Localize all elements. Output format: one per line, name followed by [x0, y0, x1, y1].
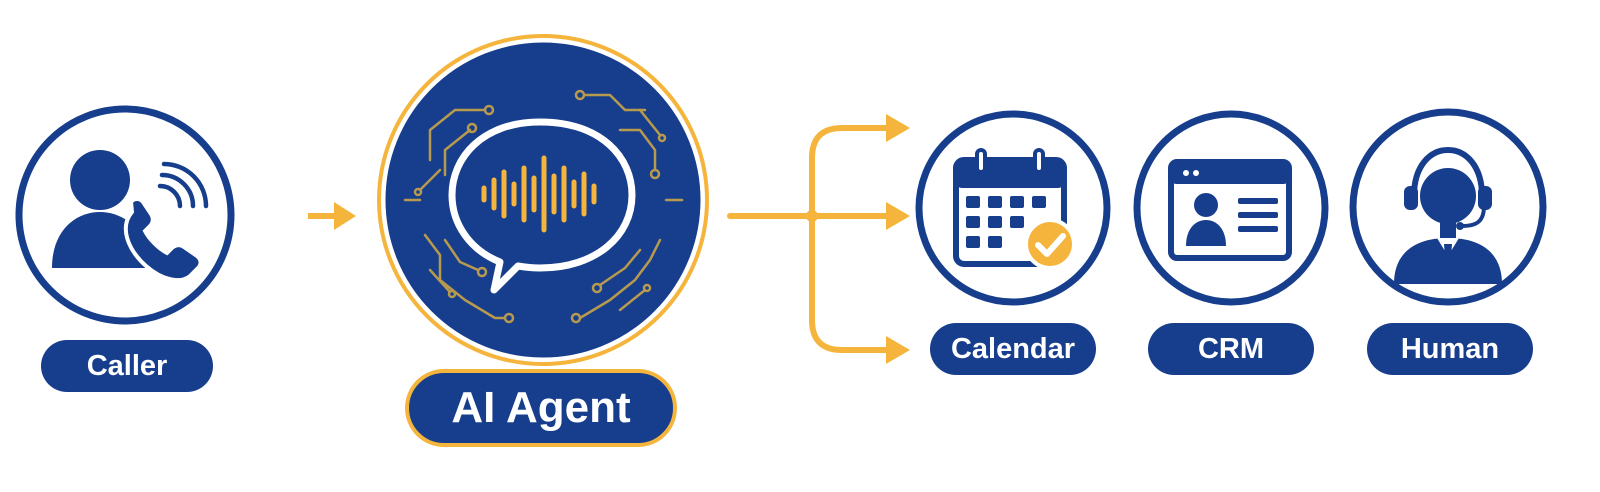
arrowhead-calendar [886, 114, 910, 142]
branch-junction [806, 210, 818, 222]
agent-label-text: AI Agent [451, 383, 631, 432]
crm-label: CRM [1148, 323, 1314, 375]
caller-label-text: Caller [86, 349, 168, 382]
calendar-label-text: Calendar [950, 332, 1076, 365]
headset-agent-icon [1394, 146, 1502, 284]
crm-label-text: CRM [1197, 332, 1265, 365]
caller-circle [15, 105, 235, 325]
chat-soundwave-icon [448, 118, 636, 294]
arrowhead-human [886, 336, 910, 364]
arrowhead-crm [886, 202, 910, 230]
human-node [1349, 108, 1547, 306]
calendar-label: Calendar [930, 323, 1096, 375]
caller-phone-icon [52, 150, 209, 283]
crm-node [1133, 110, 1329, 306]
calendar-check-icon [953, 148, 1076, 270]
caller-node [15, 105, 235, 325]
caller-label: Caller [41, 340, 213, 392]
edge-caller-agent [308, 202, 356, 230]
branch-arrowheads [806, 114, 910, 364]
circuit-pattern [403, 89, 684, 324]
contact-card-icon [1168, 159, 1292, 261]
calendar-node [915, 110, 1111, 306]
human-label: Human [1367, 323, 1533, 375]
edge-agent-branches [727, 125, 893, 353]
human-label-text: Human [1400, 332, 1500, 365]
agent-node [377, 34, 709, 366]
agent-label: AI Agent [405, 369, 677, 447]
